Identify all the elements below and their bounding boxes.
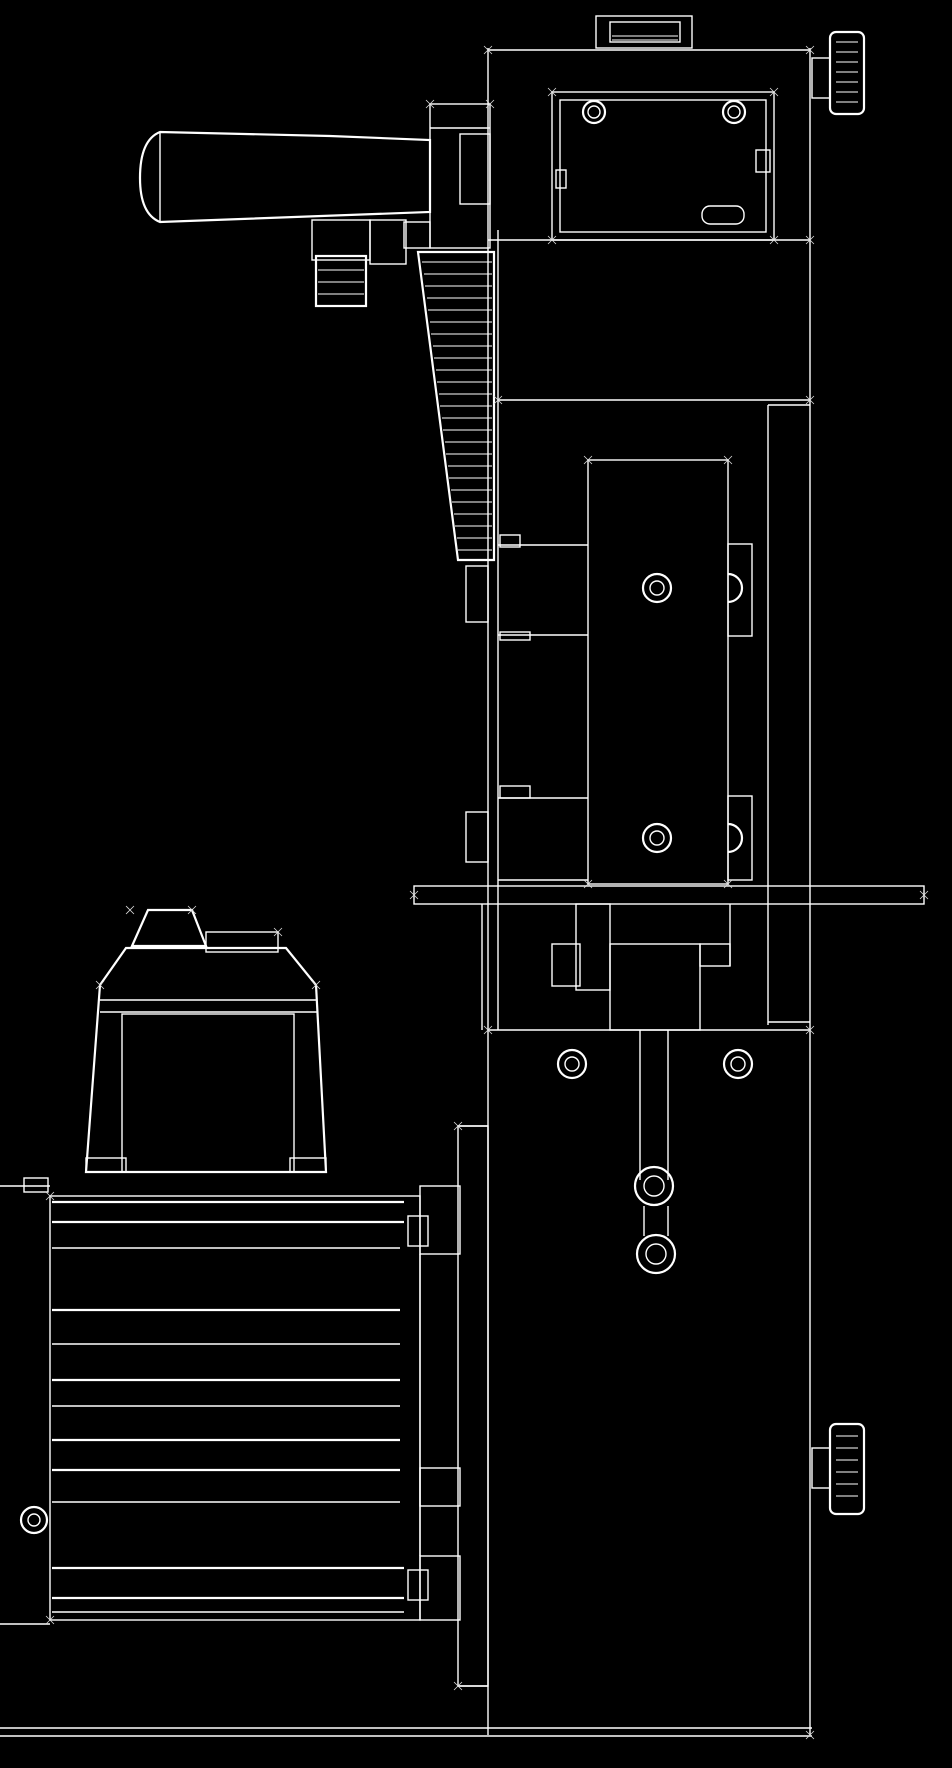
bottom-adjust-knob [811,1422,866,1516]
wedge-spring [416,250,496,623]
base-rail [0,1125,812,1737]
upper-box [551,91,775,241]
top-clamp-block [595,15,693,49]
slide-plate [465,459,753,885]
handle-assembly [138,103,491,308]
construction-marks [45,45,929,1740]
cooling-fin-stack [0,1177,461,1625]
top-adjust-knob [811,30,866,116]
